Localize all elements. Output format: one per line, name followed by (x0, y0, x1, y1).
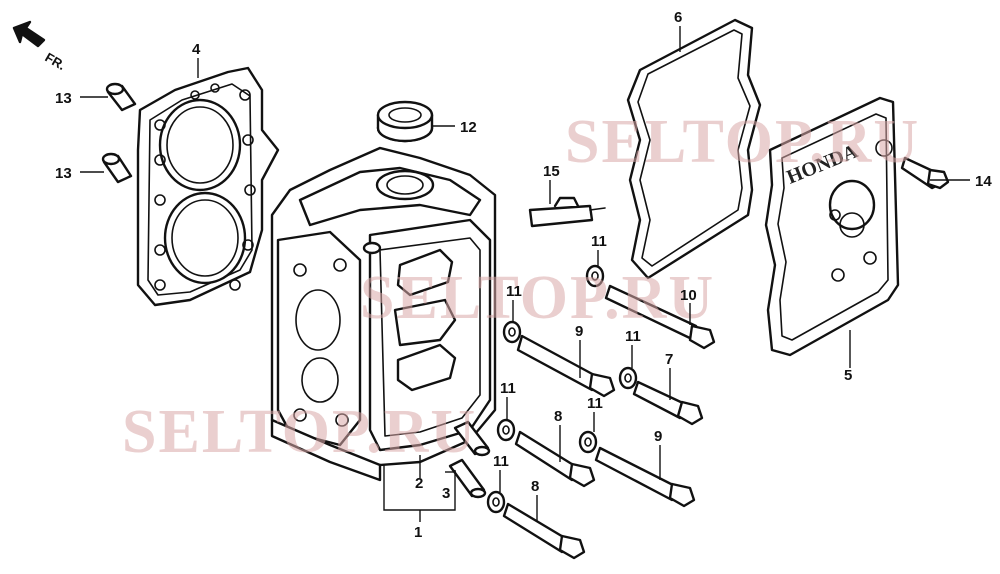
callout-9-lower: 9 (654, 428, 662, 445)
spark-plug (528, 196, 606, 228)
callout-8-lower: 8 (531, 478, 539, 495)
callout-12: 12 (460, 119, 477, 136)
cylinder-head-gasket (136, 66, 280, 307)
callout-9-upper: 9 (575, 323, 583, 340)
callout-15: 15 (543, 163, 560, 180)
front-label: FR. (43, 50, 69, 73)
callout-14: 14 (975, 173, 992, 190)
callout-11-d: 11 (500, 380, 516, 397)
callout-11-c: 11 (625, 328, 641, 345)
bolt-10 (604, 284, 716, 350)
bolt-8-lower (502, 502, 586, 560)
watermark-middle: SELTOP.RU (360, 264, 715, 332)
callout-8-upper: 8 (554, 408, 562, 425)
callout-2: 2 (415, 475, 423, 492)
bolt-9-lower (594, 446, 696, 508)
stud-3 (448, 458, 487, 499)
dowel-pin-lower (101, 152, 133, 184)
callout-11-f: 11 (493, 453, 509, 470)
bolt-7 (632, 380, 704, 426)
bolt-9-upper (516, 334, 616, 398)
callout-13-upper: 13 (55, 90, 72, 107)
callout-4: 4 (192, 41, 201, 58)
callout-1: 1 (414, 524, 422, 541)
callout-10: 10 (680, 287, 697, 304)
stud-2 (453, 420, 491, 457)
callout-5: 5 (844, 367, 852, 384)
callout-11-b: 11 (506, 283, 522, 300)
callouts: 4 13 13 12 15 6 14 5 11 10 11 9 11 7 11 … (55, 9, 992, 541)
cylinder-head (270, 146, 497, 482)
washer-11-e (578, 430, 598, 454)
leader-lines (80, 26, 970, 522)
head-cover-gasket (626, 18, 762, 280)
oil-seal (376, 100, 434, 143)
front-arrow-icon (12, 20, 46, 48)
callout-13-lower: 13 (55, 165, 72, 182)
watermark-top: SELTOP.RU (565, 108, 920, 176)
washer-11-f (486, 490, 506, 514)
dowel-pin-upper (105, 82, 137, 112)
washer-11-a (585, 264, 605, 288)
callout-11-e: 11 (587, 395, 603, 412)
callout-3: 3 (442, 485, 450, 502)
watermark-bottom: SELTOP.RU (122, 398, 477, 466)
head-cover: HONDA (764, 96, 900, 357)
washer-11-c (618, 366, 638, 390)
bolt-8-upper (514, 430, 596, 488)
washer-11-d (496, 418, 516, 442)
callout-6: 6 (674, 9, 682, 26)
washer-11-b (502, 320, 522, 344)
callout-11-a: 11 (591, 233, 607, 250)
callout-7: 7 (665, 351, 673, 368)
